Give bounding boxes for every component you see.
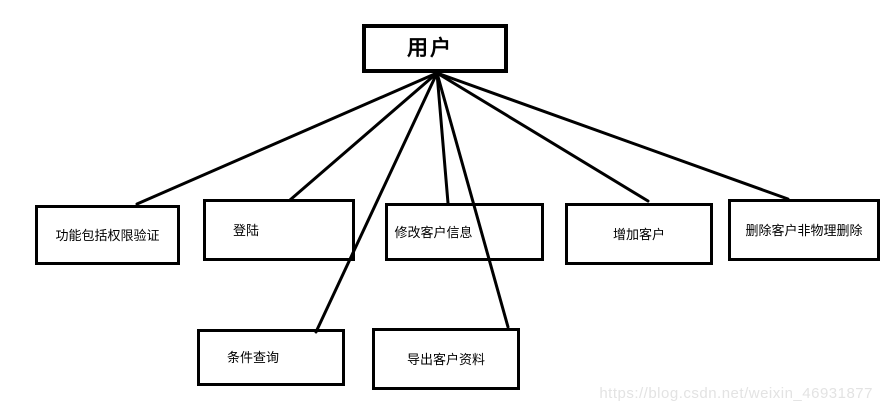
node-user-label: 用户	[407, 37, 453, 60]
connector-user-to-export-customer	[435, 71, 510, 329]
node-user: 用户	[362, 24, 508, 73]
connector-user-to-modify-customer	[435, 71, 450, 205]
node-login: 登陆	[203, 199, 355, 261]
node-add-customer-label: 增加客户	[612, 226, 665, 242]
node-login-label: 登陆	[232, 222, 259, 238]
node-export-customer-label: 导出客户资料	[406, 351, 485, 367]
node-permission-check-label: 功能包括权限验证	[55, 227, 160, 243]
connector-user-to-permission-check	[135, 71, 439, 206]
node-modify-customer-label: 修改客户信息	[394, 224, 473, 240]
node-modify-customer: 修改客户信息	[385, 203, 544, 261]
node-conditional-query-label: 条件查询	[226, 350, 279, 365]
node-export-customer: 导出客户资料	[372, 328, 520, 390]
connector-user-to-add-customer	[435, 71, 650, 203]
node-add-customer: 增加客户	[565, 203, 713, 265]
node-conditional-query: 条件查询	[197, 329, 345, 386]
node-permission-check: 功能包括权限验证	[35, 205, 180, 265]
node-delete-customer: 删除客户非物理删除	[728, 199, 880, 261]
watermark-text: https://blog.csdn.net/weixin_46931877	[599, 385, 873, 402]
node-delete-customer-label: 删除客户非物理删除	[745, 222, 863, 238]
connector-user-to-delete-customer	[435, 71, 790, 201]
connector-user-to-login	[288, 71, 439, 202]
